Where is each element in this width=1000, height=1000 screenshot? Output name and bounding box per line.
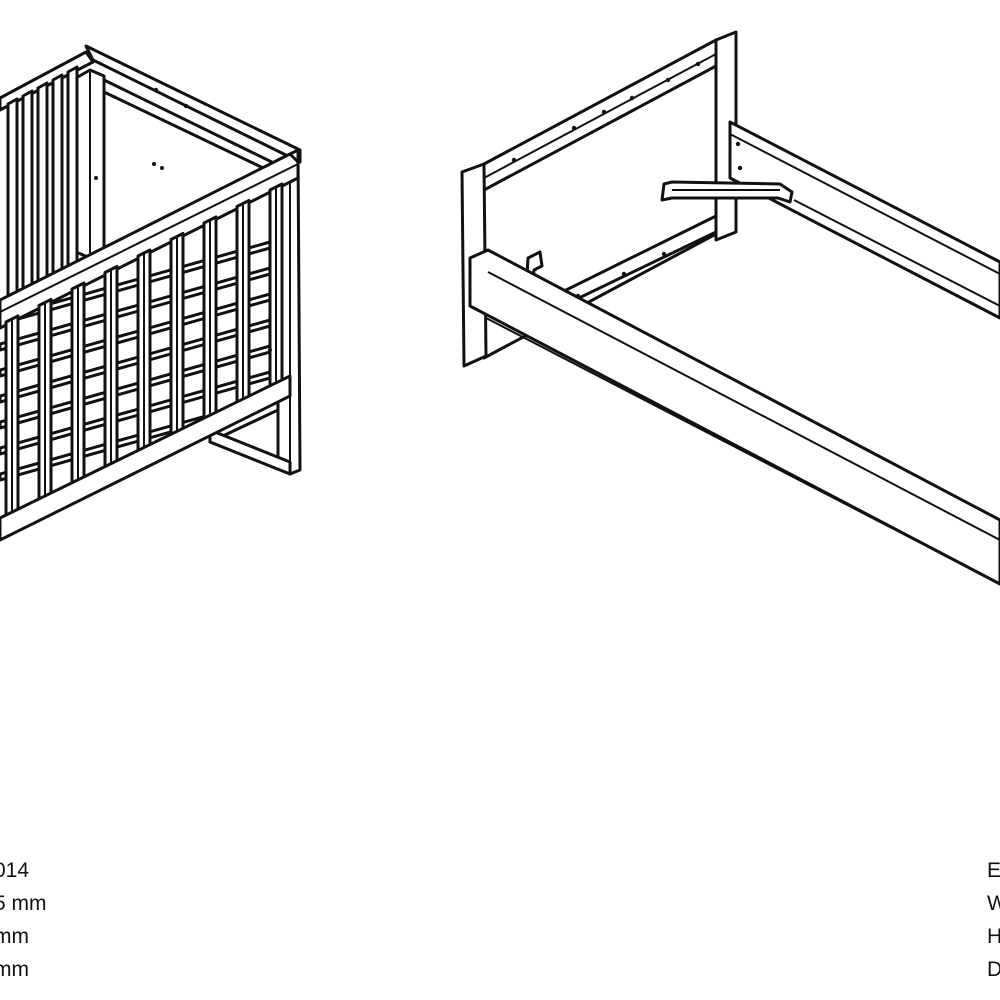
spec-line: E [987, 859, 1000, 882]
crib-back-slat [21, 89, 34, 293]
crib-back-slat [66, 65, 79, 269]
bed-near-side-rail [468, 248, 1000, 586]
spec-line: 5 mm [0, 892, 47, 915]
crib-front-bottom-rail [0, 374, 292, 542]
crib-front-top-rail [0, 152, 300, 330]
crib-drawing [0, 44, 302, 542]
crib-back-slat [51, 73, 64, 277]
spec-list-right: E W H D [987, 854, 1000, 986]
bed-center-bracket [660, 180, 794, 204]
spec-line: D [987, 958, 1000, 981]
crib-end-top-rail [84, 44, 302, 164]
bed-far-side-rail [728, 120, 1000, 320]
crib-back-slat [6, 97, 19, 301]
spec-line: mm [0, 925, 29, 948]
crib-back-slats [6, 65, 79, 301]
spec-line: W [987, 892, 1000, 915]
spec-line: H [987, 925, 1000, 948]
spec-line: mm [0, 958, 29, 981]
crib-back-slat [36, 81, 49, 285]
crib-end-foot [208, 428, 292, 476]
bed-frame-drawing [460, 30, 1000, 586]
spec-line: 014 [0, 859, 30, 882]
spec-list-left: 014 5 mm mm mm [0, 854, 47, 986]
